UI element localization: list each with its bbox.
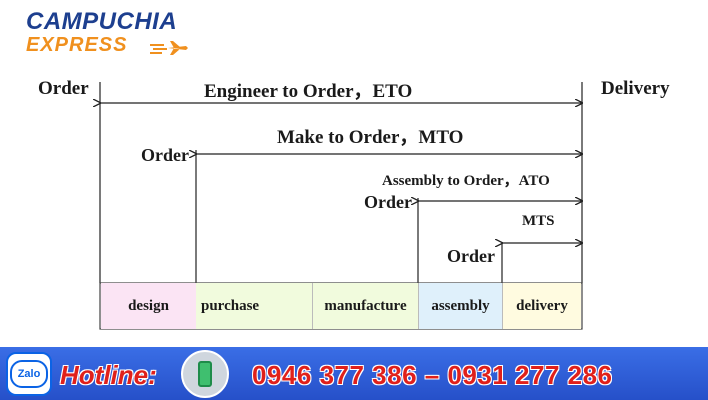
- phase-label: assembly: [431, 297, 490, 314]
- phone-body: [198, 361, 212, 387]
- phase-label: manufacture: [324, 297, 407, 314]
- eto-label: Engineer to Order，ETO: [204, 81, 413, 102]
- airplane-icon: [150, 41, 188, 55]
- brand-logo: CAMPUCHIA EXPRESS: [22, 6, 192, 60]
- ato-label: Assembly to Order，ATO: [382, 173, 550, 189]
- zalo-label: Zalo: [17, 368, 41, 380]
- hotline-label: Hotline:: [60, 360, 157, 390]
- mto-order-label: Order: [141, 145, 189, 165]
- diagram-lines: [0, 82, 708, 330]
- phase-label: delivery: [516, 297, 568, 314]
- phase-purchase: purchase: [196, 283, 312, 329]
- hotline-numbers[interactable]: 0946 377 386 – 0931 277 286: [252, 360, 613, 390]
- phone-icon[interactable]: [181, 350, 229, 398]
- mts-label: MTS: [522, 213, 555, 229]
- phase-delivery: delivery: [502, 283, 581, 329]
- hotline-bar: [0, 347, 708, 400]
- phase-design: design: [101, 283, 196, 329]
- order-label: Order: [38, 78, 89, 99]
- phase-label: purchase: [201, 297, 260, 314]
- ato-order-label: Order: [364, 192, 412, 212]
- brand-name-line2: EXPRESS: [26, 34, 128, 56]
- mts-order-label: Order: [447, 246, 495, 266]
- zalo-button[interactable]: Zalo: [6, 352, 52, 396]
- phase-label: design: [128, 297, 169, 314]
- zalo-icon: Zalo: [10, 360, 48, 388]
- phase-assembly: assembly: [418, 283, 502, 329]
- phase-manufacture: manufacture: [312, 283, 418, 329]
- mto-label: Make to Order，MTO: [277, 127, 464, 148]
- order-strategy-diagram: design purchase manufacture assembly del…: [0, 78, 708, 330]
- brand-name-line1: CAMPUCHIA: [26, 8, 178, 35]
- delivery-label: Delivery: [601, 78, 670, 99]
